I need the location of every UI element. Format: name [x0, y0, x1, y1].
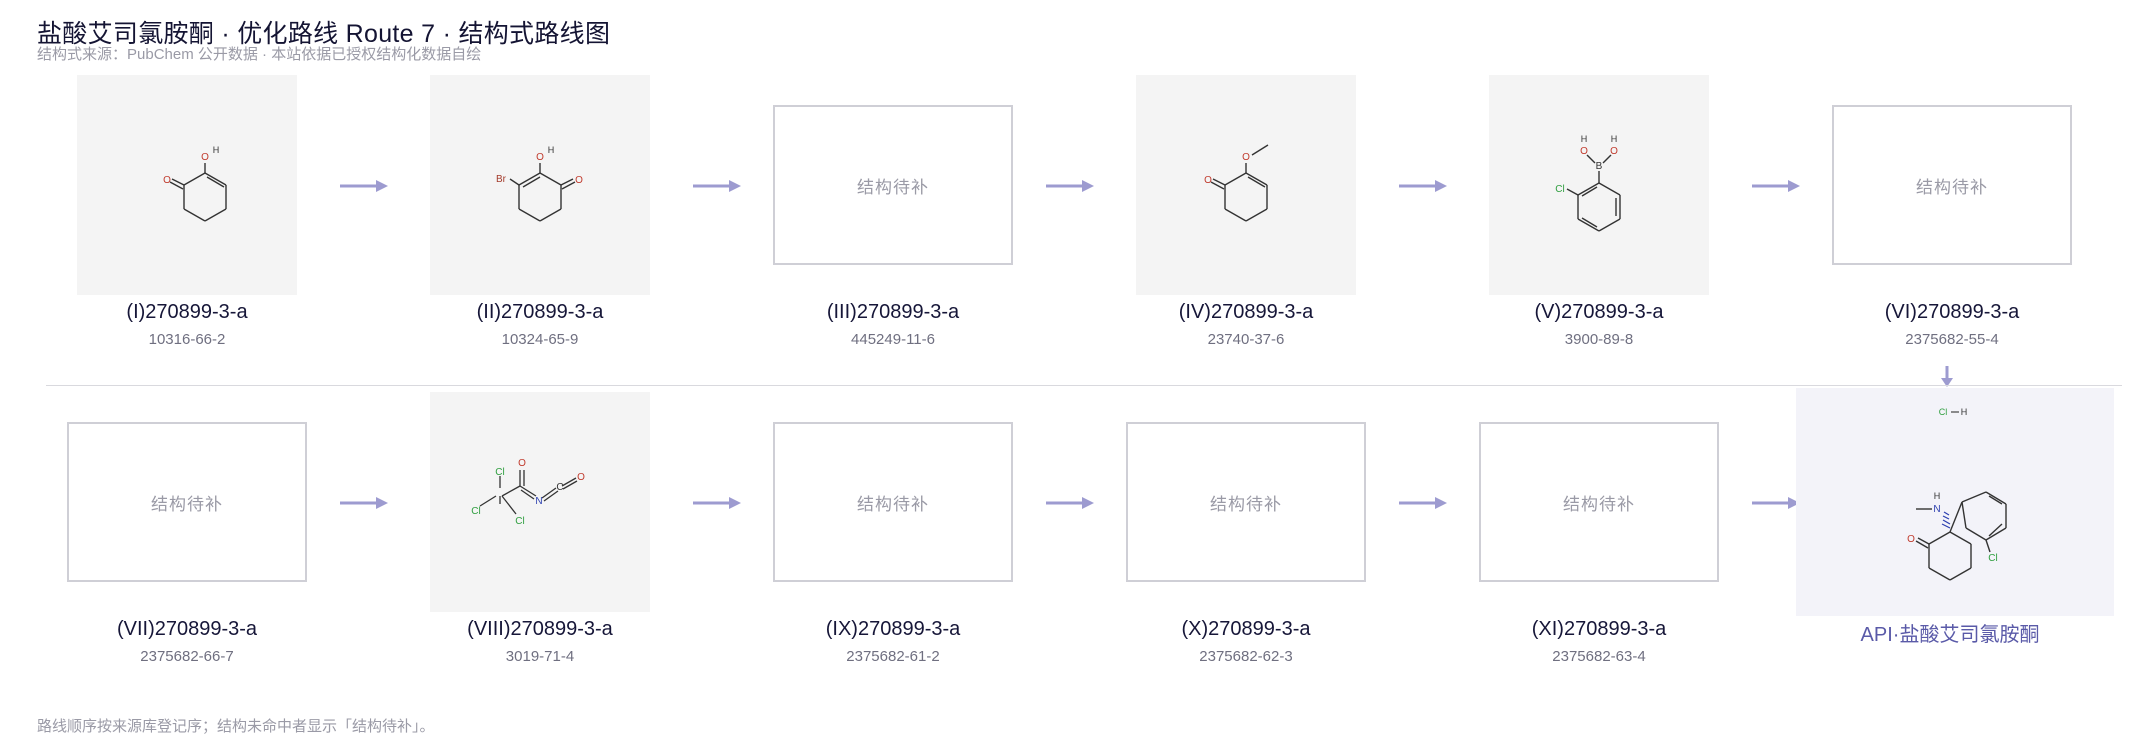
cas-number: 2375682-63-4 — [1459, 648, 1739, 665]
footer-note: 路线顺序按来源库登记序；结构未命中者显示「结构待补」。 — [37, 715, 435, 736]
compound-label: (V)270899-3-a — [1459, 301, 1739, 324]
structure-svg: O O — [1136, 75, 1356, 295]
svg-text:Br: Br — [496, 174, 507, 185]
svg-text:O: O — [1242, 152, 1250, 163]
arrow-right-icon — [1399, 496, 1449, 510]
page-subtitle: 结构式来源：PubChem 公开数据 · 本站依据已授权结构化数据自绘 — [37, 43, 481, 64]
compound-label: (VII)270899-3-a — [47, 618, 327, 641]
cas-number: 3900-89-8 — [1459, 331, 1739, 348]
structure-image: O O H Br — [430, 75, 650, 295]
cas-number: 2375682-62-3 — [1106, 648, 1386, 665]
svg-text:Cl: Cl — [471, 506, 480, 517]
structure-svg: O O H Br — [430, 75, 650, 295]
structure-svg: Cl H N — [1840, 392, 2060, 612]
svg-text:O: O — [536, 152, 544, 163]
compound-label: (III)270899-3-a — [753, 301, 1033, 324]
compound-label: (IX)270899-3-a — [753, 618, 1033, 641]
arrow-right-icon — [1752, 179, 1802, 193]
route-step-4[interactable]: O O (IV)270899-3-a 23740-37-6 — [1126, 75, 1366, 395]
placeholder-text: 结构待补 — [1916, 173, 1988, 198]
svg-text:O: O — [163, 175, 171, 186]
structure-svg: B O O H H Cl — [1489, 75, 1709, 295]
svg-text:O: O — [1204, 175, 1212, 186]
cas-number: 2375682-55-4 — [1812, 331, 2092, 348]
final-product-structure[interactable]: Cl H N — [1840, 392, 2060, 612]
svg-text:N: N — [535, 496, 542, 507]
placeholder-text: 结构待补 — [1563, 490, 1635, 515]
arrow-right-icon — [340, 179, 390, 193]
route-step-3[interactable]: 结构待补 (III)270899-3-a 445249-11-6 — [773, 75, 1013, 395]
svg-text:Cl: Cl — [1555, 184, 1564, 195]
svg-text:B: B — [1596, 161, 1603, 172]
placeholder-text: 结构待补 — [1210, 490, 1282, 515]
svg-text:C: C — [556, 482, 563, 493]
svg-text:Cl: Cl — [1988, 553, 1997, 564]
svg-text:H: H — [548, 145, 555, 155]
svg-text:H: H — [1581, 134, 1588, 144]
svg-text:O: O — [201, 152, 209, 163]
svg-text:Cl: Cl — [1939, 407, 1948, 417]
structure-placeholder: 结构待补 — [1126, 422, 1366, 582]
arrow-right-icon — [1046, 496, 1096, 510]
compound-label: (VI)270899-3-a — [1812, 301, 2092, 324]
svg-text:O: O — [575, 175, 583, 186]
cas-number: 10324-65-9 — [400, 331, 680, 348]
placeholder-text: 结构待补 — [857, 173, 929, 198]
route-step-2[interactable]: O O H Br (II)270899-3-a 10324-65-9 — [420, 75, 660, 395]
compound-label: (XI)270899-3-a — [1459, 618, 1739, 641]
cas-number: 445249-11-6 — [753, 331, 1033, 348]
arrow-right-icon — [340, 496, 390, 510]
structure-image: B O O H H Cl — [1489, 75, 1709, 295]
compound-label: (IV)270899-3-a — [1106, 301, 1386, 324]
svg-text:O: O — [1580, 146, 1588, 157]
route-step-5[interactable]: B O O H H Cl (V)270899-3-a 3900-89-8 — [1479, 75, 1719, 395]
arrow-right-icon — [693, 496, 743, 510]
arrow-right-icon — [1399, 179, 1449, 193]
route-step-10[interactable]: 结构待补 (X)270899-3-a 2375682-62-3 — [1126, 392, 1366, 712]
compound-label: (II)270899-3-a — [400, 301, 680, 324]
arrow-right-icon — [693, 179, 743, 193]
api-label: API·盐酸艾司氯胺酮 — [1780, 618, 2120, 647]
compound-label: (VIII)270899-3-a — [400, 618, 680, 641]
arrow-right-icon — [1046, 179, 1096, 193]
svg-text:N: N — [1933, 504, 1940, 515]
structure-placeholder: 结构待补 — [1832, 105, 2072, 265]
svg-text:O: O — [518, 458, 526, 469]
svg-text:H: H — [1961, 407, 1968, 417]
svg-text:Cl: Cl — [515, 516, 524, 527]
cas-number: 2375682-66-7 — [47, 648, 327, 665]
svg-text:Cl: Cl — [495, 467, 504, 478]
svg-text:O: O — [1907, 534, 1915, 545]
svg-text:O: O — [577, 472, 585, 483]
structure-placeholder: 结构待补 — [773, 422, 1013, 582]
svg-text:H: H — [1934, 491, 1941, 501]
route-step-11[interactable]: 结构待补 (XI)270899-3-a 2375682-63-4 — [1479, 392, 1719, 712]
route-step-8[interactable]: Cl Cl Cl O N C O (VIII)270899-3-a 3019-7… — [420, 392, 660, 712]
svg-text:H: H — [213, 145, 220, 155]
structure-image: Cl Cl Cl O N C O — [430, 392, 650, 612]
arrow-right-icon — [1752, 496, 1802, 510]
svg-text:H: H — [1611, 134, 1618, 144]
structure-placeholder: 结构待补 — [67, 422, 307, 582]
svg-text:O: O — [1610, 146, 1618, 157]
structure-svg: Cl Cl Cl O N C O — [430, 392, 650, 612]
cas-number: 2375682-61-2 — [753, 648, 1033, 665]
placeholder-text: 结构待补 — [151, 490, 223, 515]
route-step-6[interactable]: 结构待补 (VI)270899-3-a 2375682-55-4 — [1832, 75, 2072, 395]
route-step-7[interactable]: 结构待补 (VII)270899-3-a 2375682-66-7 — [67, 392, 307, 712]
structure-image: O O H — [77, 75, 297, 295]
route-step-1[interactable]: O O H (I)270899-3-a 10316-66-2 — [67, 75, 307, 395]
cas-number: 3019-71-4 — [400, 648, 680, 665]
compound-label: (X)270899-3-a — [1106, 618, 1386, 641]
compound-label: (I)270899-3-a — [47, 301, 327, 324]
row-divider — [46, 385, 2122, 386]
structure-image: O O — [1136, 75, 1356, 295]
cas-number: 23740-37-6 — [1106, 331, 1386, 348]
structure-placeholder: 结构待补 — [773, 105, 1013, 265]
cas-number: 10316-66-2 — [47, 331, 327, 348]
placeholder-text: 结构待补 — [857, 490, 929, 515]
structure-placeholder: 结构待补 — [1479, 422, 1719, 582]
structure-svg: O O H — [77, 75, 297, 295]
route-step-9[interactable]: 结构待补 (IX)270899-3-a 2375682-61-2 — [773, 392, 1013, 712]
